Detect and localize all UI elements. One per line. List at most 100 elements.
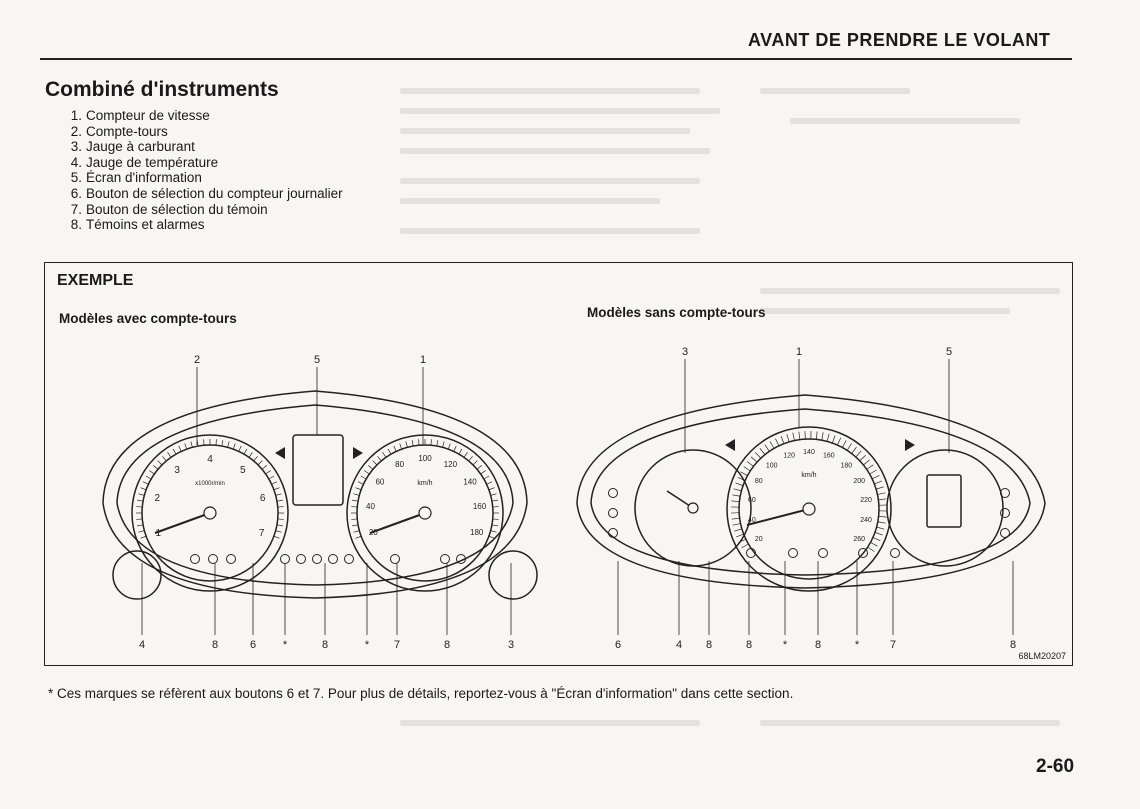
right-speedometer-tick xyxy=(750,456,758,463)
callout-number: 8 xyxy=(322,639,328,651)
cluster-illustration: 1234567x1000r/min20406080100120140160180… xyxy=(102,346,1046,651)
tachometer-number: 6 xyxy=(260,493,266,504)
right-speedometer-tick xyxy=(863,459,870,466)
speedometer-tick xyxy=(368,465,374,470)
tachometer-tick xyxy=(273,535,280,539)
component-list-item: 8.Témoins et alarmes xyxy=(62,217,343,233)
speedometer-hub xyxy=(418,506,432,520)
running-header: AVANT DE PRENDRE LE VOLANT xyxy=(748,30,1051,50)
speedometer-number: 40 xyxy=(366,502,375,511)
right-speedometer-number: 40 xyxy=(748,517,756,524)
tachometer-tick xyxy=(167,452,172,458)
tachometer-tick xyxy=(268,475,275,480)
callout-number: 8 xyxy=(444,639,450,651)
right-speedometer-tick xyxy=(874,532,883,536)
tachometer-gauge xyxy=(131,434,289,592)
component-number: 2. xyxy=(70,123,82,139)
speedometer-tick xyxy=(411,440,414,447)
speedometer-tick xyxy=(430,439,432,446)
right-speedometer-tick xyxy=(741,543,749,549)
callout-number: 6 xyxy=(250,639,256,651)
component-list-item: 2.Compte-tours xyxy=(62,124,343,140)
right-speedometer-tick xyxy=(851,446,857,454)
section-title: Combiné d'instruments xyxy=(45,78,279,101)
component-number: 5. xyxy=(70,170,82,186)
right-speedometer-number: 100 xyxy=(766,463,778,470)
tachometer-needle xyxy=(154,512,211,534)
tachometer-number: 2 xyxy=(155,493,161,504)
warning-lamp-icon xyxy=(1000,508,1010,518)
callout-number: 3 xyxy=(682,346,688,358)
component-list-item: 5.Écran d'information xyxy=(62,170,343,186)
fuel-temp-gauge xyxy=(634,449,752,567)
speedometer-tick xyxy=(447,443,451,450)
speedometer-tick xyxy=(418,439,420,446)
callout-number: 5 xyxy=(314,354,320,366)
component-name: Compte-tours xyxy=(86,123,168,139)
warning-lamp-icon xyxy=(344,554,354,564)
tachometer-tick xyxy=(257,460,263,466)
speedometer-tick xyxy=(355,487,362,491)
fuel-gauge xyxy=(488,550,538,600)
tachometer-tick xyxy=(136,518,143,520)
right-speedometer-number: 240 xyxy=(860,517,872,524)
tachometer-number: 7 xyxy=(259,528,265,539)
tachometer-tick xyxy=(149,470,155,475)
speedometer-unit: km/h xyxy=(417,480,432,487)
tachometer-tick xyxy=(277,506,284,508)
callout-number: 8 xyxy=(212,639,218,651)
right-speedometer-tick xyxy=(746,461,754,467)
tachometer-tick xyxy=(253,456,258,462)
callout-number: 3 xyxy=(508,639,514,651)
component-number: 1. xyxy=(70,108,82,123)
right-speedometer-tick xyxy=(792,432,795,441)
right-speedometer-tick xyxy=(786,434,790,442)
warning-lamp-icon xyxy=(226,554,236,564)
component-number: 8. xyxy=(70,217,82,233)
speedometer-tick xyxy=(353,530,360,533)
right-speedometer-number: 220 xyxy=(860,497,872,504)
warning-lamp-icon xyxy=(296,554,306,564)
example-label: EXEMPLE xyxy=(57,272,134,289)
right-speedometer-number: 160 xyxy=(823,452,835,459)
component-name: Témoins et alarmes xyxy=(86,217,205,233)
right-speedometer-tick xyxy=(759,448,766,455)
speedometer-tick xyxy=(364,470,370,475)
tachometer-tick xyxy=(276,524,283,527)
speedometer-number: 140 xyxy=(463,477,477,486)
tachometer-tick xyxy=(153,465,159,470)
right-speedometer-tick xyxy=(869,469,877,475)
right-speedometer-tick xyxy=(872,475,880,480)
fuel-hub xyxy=(687,502,699,514)
right-speedometer-tick xyxy=(733,488,742,492)
speedometer-tick xyxy=(463,452,468,458)
right-speedometer-tick xyxy=(876,486,884,490)
right-speedometer-needle xyxy=(746,508,810,526)
right-speedometer-tick xyxy=(815,431,818,440)
callout-number: 4 xyxy=(139,639,145,651)
component-name: Jauge à carburant xyxy=(86,139,195,155)
warning-lamp-icon xyxy=(608,488,618,498)
tachometer-tick xyxy=(184,443,188,450)
speedometer-tick xyxy=(355,535,362,539)
right-model-label: Modèles sans compte-tours xyxy=(587,305,766,320)
warning-lamp-icon xyxy=(1000,528,1010,538)
speedometer-tick xyxy=(492,506,499,508)
component-number: 4. xyxy=(70,154,82,170)
left-arrow-icon xyxy=(725,439,735,451)
right-speedometer-tick xyxy=(878,498,887,501)
tachometer-tick xyxy=(276,499,283,502)
tachometer-tick xyxy=(271,481,278,485)
speedometer-tick xyxy=(480,470,486,475)
tachometer-unit: x1000r/min xyxy=(195,481,225,487)
tachometer-tick xyxy=(140,487,147,491)
tachometer-number: 1 xyxy=(156,528,162,539)
right-speedometer-tick xyxy=(878,515,887,518)
component-number: 6. xyxy=(70,185,82,201)
speedometer-tick xyxy=(491,499,498,502)
warning-lamp-icon xyxy=(328,554,338,564)
component-name: Bouton de sélection du témoin xyxy=(86,201,268,217)
tachometer-number: 5 xyxy=(240,465,246,476)
right-speedometer-inner-ring xyxy=(738,438,880,580)
right-speedometer-unit: km/h xyxy=(801,472,816,479)
